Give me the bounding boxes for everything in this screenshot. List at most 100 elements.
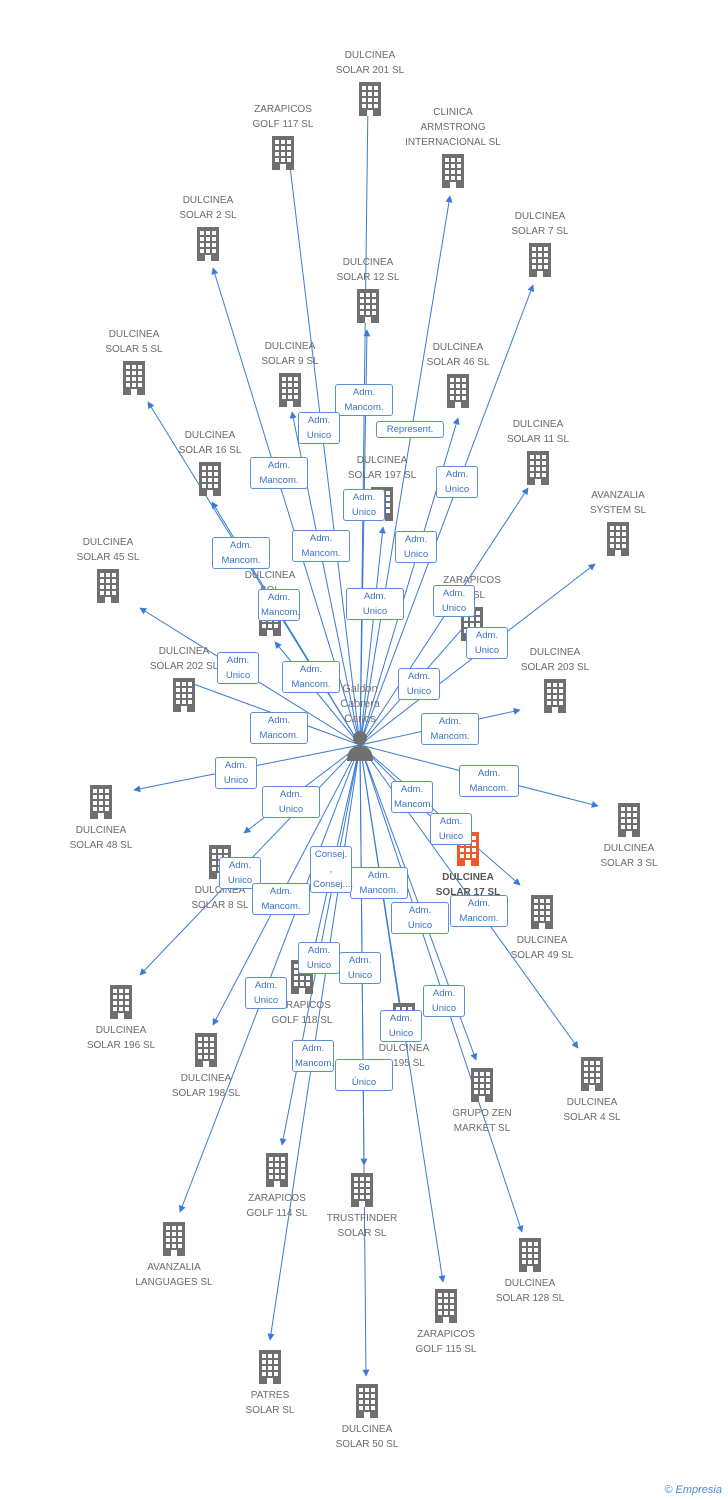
- relation-label[interactable]: Adm. Mancom.: [391, 781, 433, 813]
- relation-label[interactable]: Adm. Mancom.: [421, 713, 479, 745]
- relation-label[interactable]: Adm. Unico: [466, 627, 508, 659]
- company-node[interactable]: DULCINEA SOLAR 4 SL: [537, 1057, 647, 1125]
- relation-label[interactable]: Adm. Unico: [262, 786, 320, 818]
- company-node[interactable]: DULCINEA SOLAR 198 SL: [151, 1033, 261, 1101]
- building-icon: [519, 1238, 541, 1272]
- building-icon: [544, 679, 566, 713]
- company-name: DULCINEA SOLAR 198 SL: [171, 1073, 241, 1099]
- building-icon: [447, 374, 469, 408]
- relation-label[interactable]: So Único: [335, 1059, 393, 1091]
- building-icon-wrap: [398, 154, 508, 188]
- building-icon-wrap: [487, 895, 597, 929]
- company-node[interactable]: AVANZALIA SYSTEM SL: [563, 488, 673, 556]
- company-node[interactable]: PATRES SOLAR SL: [215, 1350, 325, 1418]
- relation-label[interactable]: Adm. Mancom.: [250, 457, 308, 489]
- footer-brand[interactable]: © Empresia: [664, 1484, 722, 1496]
- relation-label[interactable]: Adm. Mancom.: [258, 589, 300, 621]
- edge-line: [285, 149, 361, 746]
- building-icon-wrap: [222, 1153, 332, 1187]
- building-icon: [442, 154, 464, 188]
- company-node[interactable]: DULCINEA SOLAR 49 SL: [487, 895, 597, 963]
- company-node[interactable]: ZARAPICOS GOLF 115 SL: [391, 1289, 501, 1357]
- building-icon: [581, 1057, 603, 1091]
- relation-label[interactable]: Adm. Unico: [215, 757, 257, 789]
- company-node[interactable]: DULCINEA SOLAR 2 SL: [153, 193, 263, 261]
- relation-label[interactable]: Adm. Mancom.: [292, 530, 350, 562]
- company-node[interactable]: DULCINEA SOLAR 7 SL: [485, 209, 595, 277]
- company-node[interactable]: CLINICA ARMSTRONG INTERNACIONAL SL: [398, 105, 508, 188]
- building-icon: [471, 1068, 493, 1102]
- company-node[interactable]: DULCINEA SOLAR 16 SL: [155, 428, 265, 496]
- company-node[interactable]: DULCINEA SOLAR 12 SL: [313, 255, 423, 323]
- person-icon: [347, 731, 373, 761]
- relation-label[interactable]: Adm. Unico: [430, 813, 472, 845]
- relation-label[interactable]: Adm. Mancom.: [212, 537, 270, 569]
- company-name: DULCINEA SOLAR 203 SL: [520, 647, 590, 673]
- edge-line: [359, 526, 386, 746]
- relation-label[interactable]: Adm. Unico: [380, 1010, 422, 1042]
- relation-label[interactable]: Adm. Mancom.: [250, 712, 308, 744]
- relation-label[interactable]: Adm. Mancom.: [282, 661, 340, 693]
- company-name: DULCINEA SOLAR 9 SL: [261, 341, 319, 367]
- building-icon: [527, 451, 549, 485]
- relation-label[interactable]: Adm. Mancom.: [459, 765, 519, 797]
- building-icon: [357, 289, 379, 323]
- company-node[interactable]: DULCINEA SOLAR 202 SL: [129, 644, 239, 712]
- relation-label[interactable]: Adm. Unico: [298, 942, 340, 974]
- relation-label[interactable]: Consej. , Consej....: [310, 846, 353, 893]
- relation-label[interactable]: Adm. Unico: [339, 952, 381, 984]
- company-name: DULCINEA SOLAR 11 SL: [506, 419, 570, 445]
- building-icon-wrap: [119, 1222, 229, 1256]
- copyright-symbol: ©: [664, 1484, 673, 1496]
- relation-label[interactable]: Adm. Unico: [395, 531, 437, 563]
- company-node[interactable]: DULCINEA SOLAR 45 SL: [53, 535, 163, 603]
- relation-label[interactable]: Adm. Mancom.: [450, 895, 508, 927]
- relation-label[interactable]: Represent.: [376, 421, 444, 438]
- company-node[interactable]: DULCINEA SOLAR 203 SL: [500, 645, 610, 713]
- company-node[interactable]: DULCINEA SOLAR 201 SL: [315, 48, 425, 116]
- company-node[interactable]: ZARAPICOS GOLF 117 SL: [228, 102, 338, 170]
- company-node[interactable]: DULCINEA SOLAR 196 SL: [66, 985, 176, 1053]
- company-name: DULCINEA SOLAR 7 SL: [511, 211, 569, 237]
- company-node[interactable]: DULCINEA SOLAR 3 SL: [574, 803, 684, 871]
- brand-name: Empresia: [675, 1484, 722, 1496]
- relation-label[interactable]: Adm. Unico: [343, 489, 385, 521]
- company-node[interactable]: AVANZALIA LANGUAGES SL: [119, 1222, 229, 1290]
- relation-label[interactable]: Adm. Mancom.: [252, 883, 310, 915]
- company-name: DULCINEA SOLAR 202 SL: [149, 646, 219, 672]
- company-node[interactable]: DULCINEA SOLAR 50 SL: [312, 1384, 422, 1452]
- company-name: DULCINEA SOLAR 16 SL: [178, 430, 242, 456]
- company-node[interactable]: DULCINEA SOLAR 11 SL: [483, 417, 593, 485]
- company-node[interactable]: TRUSTFINDER SOLAR SL: [307, 1173, 417, 1241]
- relation-label[interactable]: Adm. Unico: [298, 412, 340, 444]
- relation-label[interactable]: Adm. Unico: [217, 652, 259, 684]
- company-node[interactable]: DULCINEA SOLAR 9 SL: [235, 339, 345, 407]
- company-node[interactable]: DULCINEA SOLAR 48 SL: [46, 785, 156, 853]
- company-name: DULCINEA SOLAR 12 SL: [336, 257, 400, 283]
- relation-label[interactable]: Adm. Unico: [433, 585, 475, 617]
- company-node[interactable]: DULCINEA SOLAR 46 SL: [403, 340, 513, 408]
- building-icon-wrap: [475, 1238, 585, 1272]
- relation-label[interactable]: Adm. Unico: [436, 466, 478, 498]
- company-node[interactable]: GRUPO ZEN MARKET SL: [427, 1068, 537, 1136]
- company-name: ZARAPICOS GOLF 118 SL: [271, 1000, 333, 1026]
- building-icon: [163, 1222, 185, 1256]
- company-name: DULCINEA SOLAR 3 SL: [600, 843, 658, 869]
- building-icon: [435, 1289, 457, 1323]
- company-name: DULCINEA SOLAR 196 SL: [86, 1025, 156, 1051]
- relation-label[interactable]: Adm. Mancom.: [350, 867, 408, 899]
- company-node[interactable]: ZARAPICOS GOLF 114 SL: [222, 1153, 332, 1221]
- relation-label[interactable]: Adm. Mancom.: [292, 1040, 334, 1072]
- company-node[interactable]: DULCINEA SOLAR 5 SL: [79, 327, 189, 395]
- relation-label[interactable]: Adm. Mancom.: [335, 384, 393, 416]
- relation-label[interactable]: Adm. Unico: [346, 588, 404, 620]
- company-name: DULCINEA SOLAR 4 SL: [563, 1097, 621, 1123]
- company-node[interactable]: DULCINEA SOLAR 128 SL: [475, 1238, 585, 1306]
- relation-label[interactable]: Adm. Unico: [245, 977, 287, 1009]
- relation-label[interactable]: Adm. Unico: [391, 902, 449, 934]
- relation-label[interactable]: Adm. Unico: [423, 985, 465, 1017]
- relation-label[interactable]: Adm. Unico: [398, 668, 440, 700]
- company-name: DULCINEA SOLAR 197 SL: [347, 455, 417, 481]
- center-person[interactable]: Galdon Cabrera Carlos: [320, 682, 400, 761]
